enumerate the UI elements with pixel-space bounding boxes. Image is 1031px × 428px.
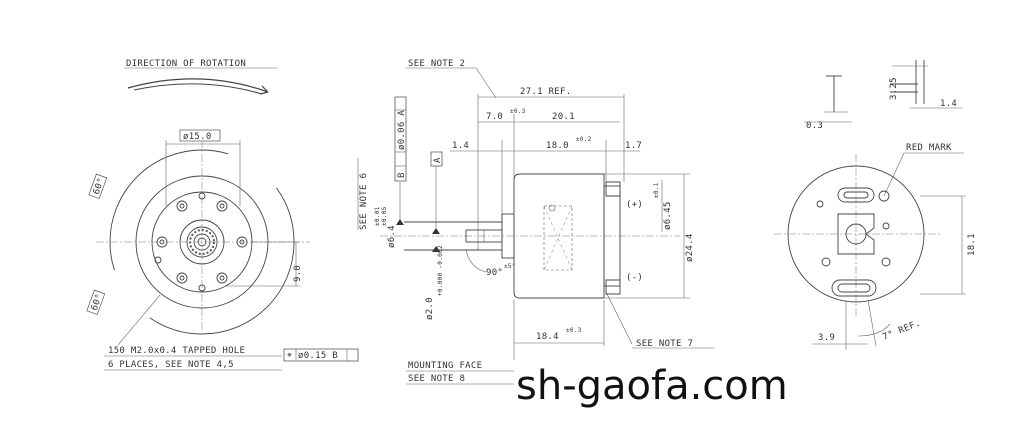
- dim-0-3-label: 0.3: [806, 121, 823, 131]
- see-note-6-label: SEE NOTE 6: [359, 173, 369, 230]
- mounting-face-label: MOUNTING FACE: [408, 361, 482, 371]
- svg-text:⌖: ⌖: [287, 351, 292, 361]
- dim-1-4-right-label: 1.4: [940, 99, 957, 109]
- dim-18-tol: ±0.2: [576, 136, 592, 143]
- dim-3-25-label: 3.25: [889, 77, 899, 100]
- right-rear-view: 0.3 3.25 1.4 RED MARK: [774, 60, 977, 350]
- dia-2-tol: +0.000 -0.002: [437, 245, 444, 296]
- see-note-7-label: SEE NOTE 7: [636, 339, 693, 349]
- dia-6-label: ø6.4: [387, 225, 397, 248]
- red-mark-label: RED MARK: [906, 143, 952, 153]
- datum-b-label: B: [397, 172, 407, 178]
- dim-6-45-tol: ±0.1: [653, 182, 660, 198]
- dia-6-tol: ±0.05: [381, 206, 388, 226]
- angle-top-label: 60°: [92, 177, 107, 197]
- left-front-view: DIRECTION OF ROTATION: [86, 59, 359, 371]
- watermark: sh-gaofa.com: [516, 363, 788, 409]
- dia-15-label: ø15.0: [183, 132, 212, 142]
- dim-3-9-label: 3.9: [818, 333, 835, 343]
- red-mark-icon: [878, 190, 890, 202]
- angle-bottom-label: 60°: [90, 293, 105, 313]
- dim-18-4-tol: ±0.3: [566, 327, 582, 334]
- minus-terminal-label: (-): [626, 273, 643, 283]
- dim-18-1-label: 18.1: [967, 233, 977, 256]
- terminal-slot-bottom: [831, 279, 877, 297]
- flatness-label: ø0.06 A: [397, 110, 407, 150]
- dim-20-label: 20.1: [552, 112, 575, 122]
- side-view: SEE NOTE 2 27.1 REF. 7.0 ±0.3 20.1 1.4 1…: [357, 59, 714, 385]
- see-note-2-label: SEE NOTE 2: [408, 59, 465, 69]
- tolerance-box: ø0.15 B: [298, 351, 338, 361]
- angle-90-tol: ±5°: [504, 263, 516, 270]
- dia-6-tol2: ±0.01: [374, 206, 381, 226]
- dia-2-label: ø2.0: [425, 297, 435, 320]
- angle-90-label: 90°: [486, 268, 503, 278]
- see-note-8-label: SEE NOTE 8: [408, 374, 465, 384]
- hole-note-line1: 150 M2.0x0.4 TAPPED HOLE: [108, 346, 245, 356]
- dim-1-7-label: 1.7: [625, 141, 642, 151]
- dim-1-4-label: 1.4: [452, 141, 469, 151]
- terminal-slot-top: [837, 187, 875, 203]
- tapped-holes: [154, 192, 248, 292]
- dim-7-label: 7.0: [486, 112, 503, 122]
- plus-terminal-label: (+): [626, 200, 643, 210]
- dim-9-label: 9.0: [293, 265, 303, 282]
- dim-24-4-label: ø24.4: [685, 233, 695, 262]
- angle-ref-label: 7° REF.: [881, 319, 922, 343]
- dim-18-4-label: 18.4: [536, 332, 559, 342]
- datum-a-label: A: [433, 157, 443, 163]
- dim-27-label: 27.1 REF.: [520, 87, 571, 97]
- hole-note-line2: 6 PLACES, SEE NOTE 4,5: [108, 360, 234, 370]
- direction-of-rotation-label: DIRECTION OF ROTATION: [126, 59, 246, 69]
- dim-18-label: 18.0: [546, 141, 569, 151]
- dim-7-tol: ±0.3: [510, 108, 526, 115]
- rotation-arrow-icon: [127, 78, 269, 95]
- dim-6-45-label: ø6.45: [663, 201, 673, 230]
